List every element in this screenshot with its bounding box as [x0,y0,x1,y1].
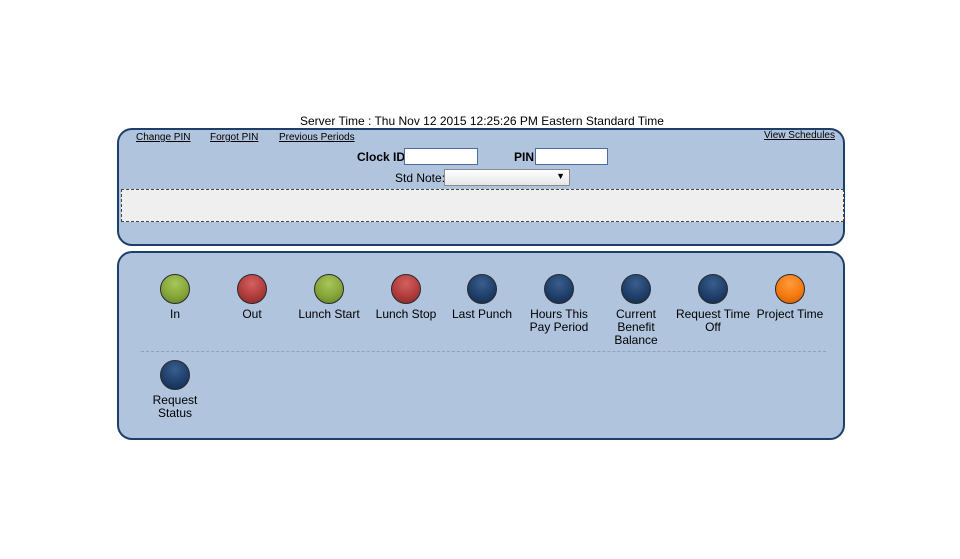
lunch-start-label: Lunch Start [298,307,360,321]
lunch-start-button[interactable]: Lunch Start [290,274,368,321]
clock-panel [117,128,845,246]
request-time-off-label: Request Time Off [675,307,751,334]
green-circle-icon [160,274,190,304]
pin-label: PIN [514,150,535,164]
orange-circle-icon [775,274,805,304]
out-button-label: Out [242,307,262,321]
current-benefit-balance-label: Current Benefit Balance [614,307,658,347]
out-button[interactable]: Out [213,274,291,321]
current-benefit-balance-button[interactable]: Current Benefit Balance [597,274,675,347]
navy-circle-icon [621,274,651,304]
forgot-pin-link[interactable]: Forgot PIN [210,132,259,143]
request-time-off-button[interactable]: Request Time Off [674,274,752,334]
last-punch-label: Last Punch [451,307,513,321]
clock-id-input[interactable] [404,148,478,165]
navy-circle-icon [698,274,728,304]
project-time-button[interactable]: Project Time [751,274,829,321]
request-status-label: Request Status [152,393,198,420]
message-area [121,189,844,222]
request-status-button[interactable]: Request Status [136,360,214,420]
in-button-label: In [169,307,180,321]
in-button[interactable]: In [136,274,214,321]
last-punch-button[interactable]: Last Punch [443,274,521,321]
hours-this-pay-period-label: Hours This Pay Period [529,307,589,334]
red-circle-icon [391,274,421,304]
dropdown-arrow-icon: ▼ [556,171,565,181]
std-note-select[interactable]: ▼ [444,169,570,186]
lunch-stop-label: Lunch Stop [375,307,437,321]
navy-circle-icon [467,274,497,304]
clock-id-label: Clock ID [357,150,406,164]
std-note-label: Std Note: [395,171,446,185]
project-time-label: Project Time [756,307,824,321]
lunch-stop-button[interactable]: Lunch Stop [367,274,445,321]
navy-circle-icon [544,274,574,304]
previous-periods-link[interactable]: Previous Periods [279,132,355,143]
server-time: Server Time : Thu Nov 12 2015 12:25:26 P… [300,114,664,128]
hours-this-pay-period-button[interactable]: Hours This Pay Period [520,274,598,334]
green-circle-icon [314,274,344,304]
divider [141,351,826,352]
pin-input[interactable] [535,148,608,165]
change-pin-link[interactable]: Change PIN [136,132,191,143]
red-circle-icon [237,274,267,304]
navy-circle-icon [160,360,190,390]
view-schedules-link[interactable]: View Schedules [764,130,835,141]
